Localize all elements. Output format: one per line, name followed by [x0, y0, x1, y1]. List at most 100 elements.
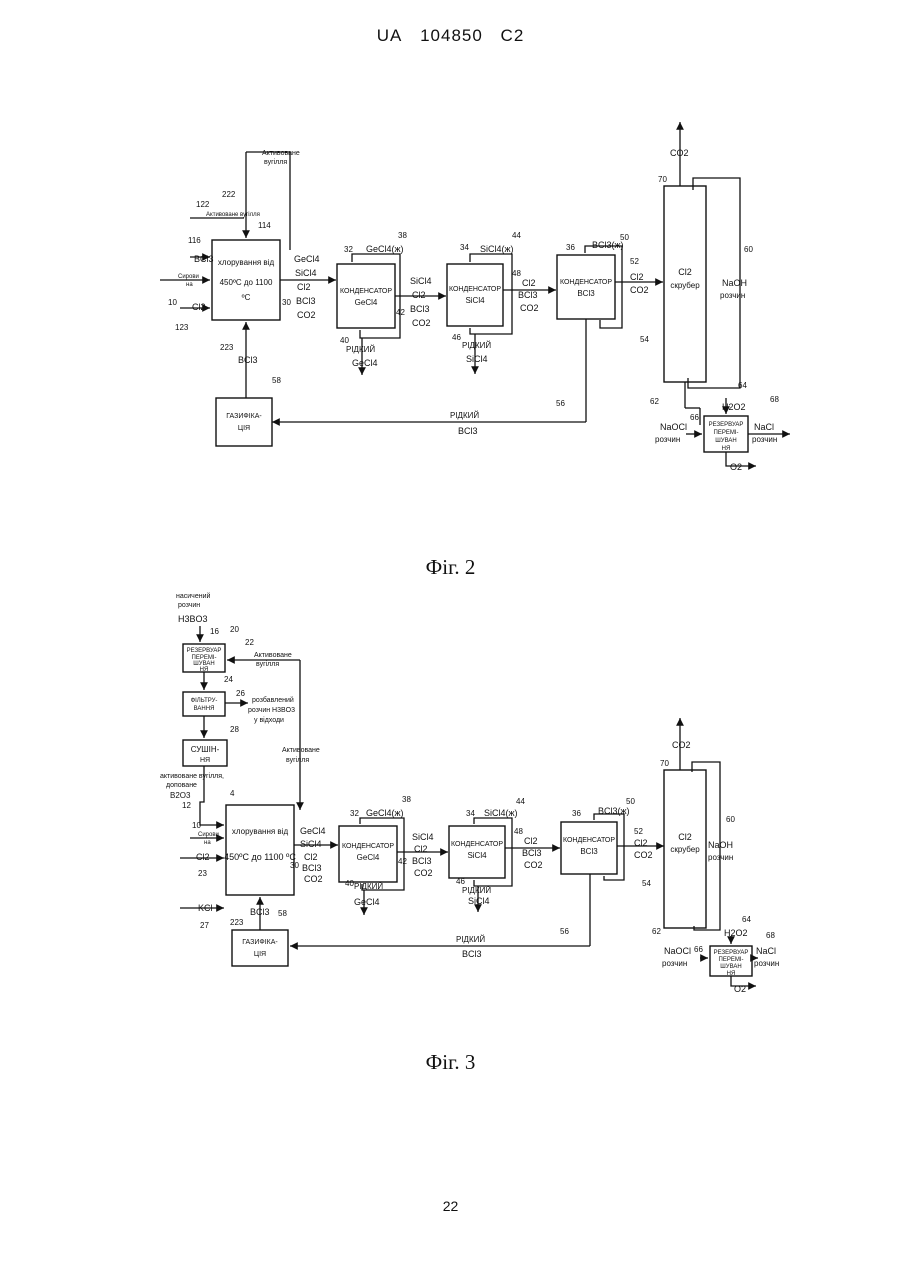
activated-1: Активоване — [254, 652, 292, 659]
ref-10-f3: 10 — [192, 821, 201, 830]
gas3-cl2: Cl2 — [630, 272, 644, 282]
nacl-label-2: розчин — [752, 435, 777, 444]
gas3-label-1: ГАЗИФІКА- — [242, 939, 278, 946]
reservoir-label-4: НЯ — [722, 446, 731, 452]
bcl3-return-label: BCl3 — [238, 355, 258, 365]
g32-bcl3: BCl3 — [522, 848, 542, 858]
reflux3-ge: GeCl4(ж) — [366, 808, 404, 818]
ref-70: 70 — [658, 175, 667, 184]
g33-co2: CO2 — [634, 850, 653, 860]
naocl3-2: розчин — [662, 959, 687, 968]
cl2-input-label: Cl2 — [192, 302, 206, 312]
g32-co2: CO2 — [524, 860, 543, 870]
c3-2b: SiCl4 — [467, 851, 487, 860]
naocl-label-2: розчин — [655, 435, 680, 444]
ref-30-f3: 30 — [290, 861, 299, 870]
ref-66: 66 — [690, 413, 699, 422]
ref-54-f3: 54 — [642, 879, 651, 888]
outlet-gecl4: GeCl4 — [294, 254, 320, 264]
reservoir-label-2: ПЕРЕМІ- — [714, 430, 739, 436]
ref-68: 68 — [770, 395, 779, 404]
activated-right-1: Активоване — [282, 747, 320, 754]
nacl3-1: NaCl — [756, 946, 776, 956]
gas2-co2: CO2 — [520, 303, 539, 313]
diluted-1: розбавлений — [252, 696, 294, 704]
reflux-bcl3: BCl3(ж) — [592, 240, 624, 250]
ref-10: 10 — [168, 298, 177, 307]
patent-office: UA — [377, 26, 403, 45]
condenser-sicl4 — [447, 264, 503, 326]
liquid-sicl4: SiCl4 — [466, 354, 488, 364]
kcl-label: KCl — [198, 903, 213, 913]
drying-1: СУШІН- — [191, 745, 220, 754]
g31-sicl4: SiCl4 — [412, 832, 434, 842]
scrub3-2: скрубер — [670, 845, 700, 854]
cond1-label-2: GeCl4 — [355, 298, 378, 307]
liquid3-b: BCl3 — [462, 949, 482, 959]
ref-20: 20 — [230, 625, 239, 634]
liquid3-si: SiCl4 — [468, 896, 490, 906]
ref-70-f3: 70 — [660, 759, 669, 768]
ref-54: 54 — [640, 335, 649, 344]
ref-48: 48 — [512, 269, 521, 278]
ref-66-f3: 66 — [694, 945, 703, 954]
naoh3-2: розчин — [708, 853, 733, 862]
h2o2-label: H2O2 — [722, 402, 746, 412]
ref-32-f3: 32 — [350, 809, 359, 818]
condenser-bcl3 — [557, 255, 615, 319]
reactor-label-3: ºC — [242, 293, 251, 302]
ref-56-f3: 56 — [560, 927, 569, 936]
activated-right-2: вугілля — [286, 756, 309, 764]
diluted-3: у відходи — [254, 716, 284, 724]
naoh-label-2: розчин — [720, 291, 745, 300]
ref-38-f3: 38 — [402, 795, 411, 804]
activated-2: вугілля — [256, 660, 279, 668]
ref-50-f3: 50 — [626, 797, 635, 806]
h3bo3-label: H3BO3 — [178, 614, 208, 624]
outlet-cl2: Cl2 — [297, 282, 311, 292]
drying-2: НЯ — [200, 757, 210, 764]
ref-123: 123 — [175, 323, 189, 332]
ref-27: 27 — [200, 921, 209, 930]
scrub3-1: Cl2 — [678, 832, 692, 842]
liquid3-1: РІДКИЙ — [354, 882, 383, 891]
gas1-co2: CO2 — [412, 318, 431, 328]
ref-223: 223 — [220, 343, 234, 352]
cond3-label-1: КОНДЕНСАТОР — [560, 279, 612, 286]
chlor3-label-1: хлорування від — [232, 827, 289, 836]
b2o3-label: B2O3 — [170, 791, 191, 800]
ref-52: 52 — [630, 257, 639, 266]
g31-co2: CO2 — [414, 868, 433, 878]
reservoir-label-3: ШУВАН — [715, 438, 736, 444]
figure-2-caption: Фіг. 2 — [0, 555, 901, 580]
reflux-sicl4: SiCl4(ж) — [480, 244, 514, 254]
naoh-label-1: NaOH — [722, 278, 747, 288]
doped-2: доповане — [166, 782, 197, 789]
naocl3-1: NaOCl — [664, 946, 691, 956]
gasification-unit — [216, 398, 272, 446]
ref-62: 62 — [650, 397, 659, 406]
ref-36: 36 — [566, 243, 575, 252]
ref-40: 40 — [340, 336, 349, 345]
nacl3-2: розчин — [754, 959, 779, 968]
gas3-label-2: ЦІЯ — [254, 951, 266, 958]
outlet-bcl3: BCl3 — [296, 296, 316, 306]
ref-4: 4 — [230, 789, 235, 798]
ref-16: 16 — [210, 627, 219, 636]
gasification3 — [232, 930, 288, 966]
ref-28: 28 — [230, 725, 239, 734]
ref-116: 116 — [188, 236, 201, 245]
o2-label: O2 — [730, 462, 742, 472]
saturated-1: насичений — [176, 592, 210, 600]
g32-cl2: Cl2 — [524, 836, 538, 846]
reflux-gecl4: GeCl4(ж) — [366, 244, 404, 254]
ref-58-f3: 58 — [278, 909, 287, 918]
ref-12: 12 — [182, 801, 191, 810]
ref-46-f3: 46 — [456, 877, 465, 886]
out3-bcl3: BCl3 — [302, 863, 322, 873]
ref-60: 60 — [744, 245, 753, 254]
c3-1a: КОНДЕНСАТОР — [342, 843, 394, 850]
ref-46: 46 — [452, 333, 461, 342]
ref-58: 58 — [272, 376, 281, 385]
gas2-bcl3: BCl3 — [518, 290, 538, 300]
